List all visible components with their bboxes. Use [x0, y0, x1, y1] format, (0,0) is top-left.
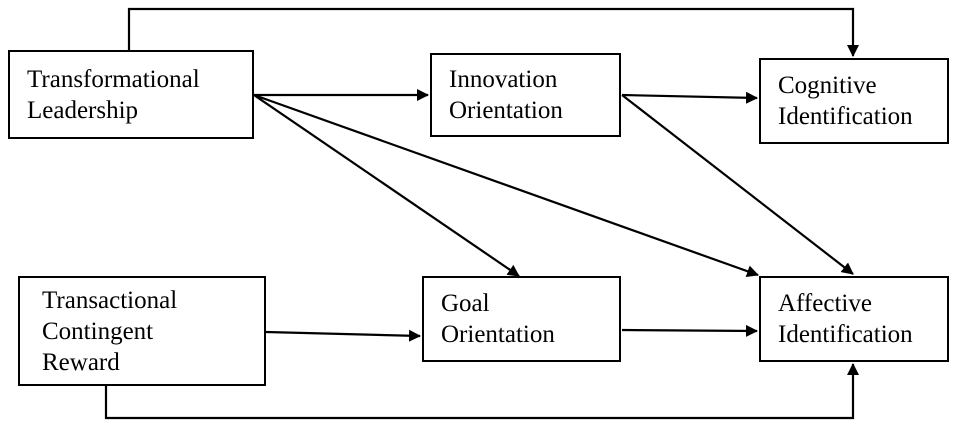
node-goal-orientation: Goal Orientation	[422, 276, 621, 362]
edge-transactional-contingent-reward-to-affective-identification	[104, 363, 859, 420]
node-transactional-contingent-reward-line-3: Reward	[42, 348, 120, 376]
node-innovation-orientation-line-1: Innovation	[449, 66, 558, 93]
edge-innovation-orientation-to-affective-identification	[621, 94, 854, 275]
edge-goal-orientation-to-affective-identification	[621, 324, 758, 337]
node-innovation-orientation: Innovation Orientation	[430, 53, 621, 137]
node-transformational-leadership-line-1: Transformational	[27, 65, 200, 93]
node-goal-orientation-line-2: Orientation	[441, 321, 555, 348]
node-cognitive-identification-line-2: Identification	[778, 103, 913, 130]
node-transactional-contingent-reward: Transactional Contingent Reward	[18, 276, 266, 386]
edge-transformational-leadership-to-goal-orientation	[253, 94, 520, 277]
edge-transformational-leadership-to-cognitive-identification	[127, 7, 859, 57]
node-innovation-orientation-line-2: Orientation	[449, 97, 563, 124]
node-goal-orientation-line-1: Goal	[441, 290, 490, 317]
node-transactional-contingent-reward-line-1: Transactional	[42, 286, 178, 314]
node-transformational-leadership: Transformational Leadership	[8, 50, 254, 139]
node-affective-identification: Affective Identification	[759, 276, 949, 362]
node-transformational-leadership-line-2: Leadership	[27, 96, 139, 124]
node-affective-identification-line-1: Affective	[778, 290, 872, 317]
node-transactional-contingent-reward-line-2: Contingent	[42, 317, 154, 345]
edge-transformational-leadership-to-affective-identification	[253, 93, 759, 277]
edge-transactional-contingent-reward-to-goal-orientation	[265, 329, 421, 342]
node-cognitive-identification: Cognitive Identification	[759, 58, 949, 144]
edge-innovation-orientation-to-cognitive-identification	[621, 91, 758, 104]
node-cognitive-identification-line-1: Cognitive	[778, 72, 877, 99]
node-affective-identification-line-2: Identification	[778, 321, 913, 348]
